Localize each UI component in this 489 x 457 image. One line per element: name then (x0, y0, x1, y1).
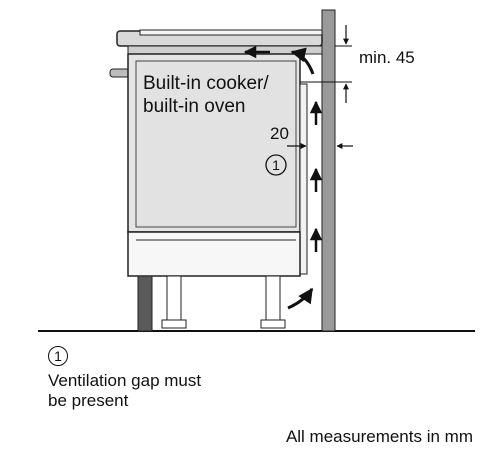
dim-gap-label: 20 (270, 124, 289, 143)
plinth (137, 275, 153, 332)
airflow-arrow-bottom (287, 287, 314, 310)
marker-number: 1 (272, 157, 280, 173)
appliance-label-line2: built-in oven (143, 96, 245, 117)
foot-right (265, 275, 281, 323)
legend-line2: be present (48, 391, 129, 410)
worktop-edge (139, 29, 323, 36)
drawer (127, 231, 301, 277)
legend-marker-row: 1 (48, 346, 68, 366)
appliance-inner (135, 60, 297, 228)
foot-left-base (161, 319, 187, 329)
airflow-arrow-curve-top (290, 47, 315, 75)
appliance-back-panel (299, 83, 308, 275)
appliance-label-line1: Built-in cooker/ (143, 73, 269, 94)
marker-circle (265, 154, 287, 176)
dim-min-label: min. 45 (359, 48, 415, 67)
legend-marker: 1 (48, 346, 68, 366)
knob (109, 68, 131, 78)
foot-left (166, 275, 182, 323)
footer-note: All measurements in mm (285, 427, 473, 446)
wall (321, 9, 336, 332)
legend-line1: Ventilation gap must (48, 371, 202, 390)
foot-right-base (260, 319, 286, 329)
